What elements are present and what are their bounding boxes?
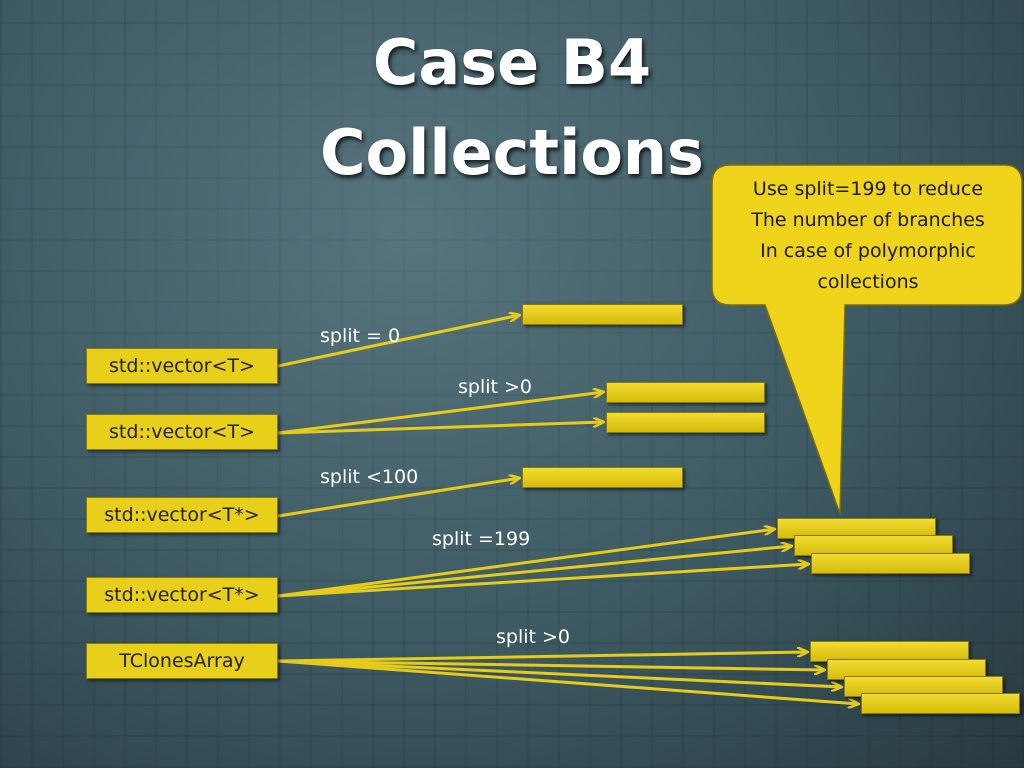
branch-box (861, 693, 1020, 714)
arrow-split-gt0-a (277, 392, 604, 435)
arrow-tclones-b (277, 659, 825, 670)
source-vector-tptr-1: std::vector<T*> (86, 497, 278, 533)
source-vector-tptr-2: std::vector<T*> (86, 577, 278, 613)
slide-title-line2: Collections (320, 116, 704, 189)
arrow-tclones-c (277, 659, 842, 687)
split-label-gt0: split >0 (458, 376, 533, 398)
callout-bubble (711, 164, 1023, 515)
slide-title: Case B4 Collections (0, 18, 1024, 198)
arrow-split0 (277, 315, 520, 368)
branch-box (522, 304, 683, 325)
arrow-split199-b (277, 546, 792, 598)
arrow-split199-c (277, 564, 809, 598)
callout-text: Use split=199 to reduce The number of br… (714, 174, 1022, 298)
slide-title-line1: Case B4 (372, 26, 652, 99)
split-label-0: split = 0 (320, 325, 401, 347)
callout-line: In case of polymorphic (760, 240, 976, 262)
branch-box (522, 467, 683, 488)
branch-box (811, 553, 970, 574)
arrow-split199-a (277, 529, 775, 598)
source-tclonesarray: TClonesArray (86, 643, 278, 679)
split-label-199: split =199 (432, 528, 531, 550)
source-vector-t-1: std::vector<T> (86, 348, 278, 384)
arrow-tclones-d (277, 659, 859, 704)
branch-box (606, 412, 765, 433)
branch-box (606, 382, 765, 403)
split-label-gt0-tclones: split >0 (496, 626, 571, 648)
source-vector-t-2: std::vector<T> (86, 414, 278, 450)
split-label-lt100: split <100 (320, 466, 419, 488)
callout-line: The number of branches (751, 209, 985, 231)
arrow-tclones-a (277, 652, 808, 663)
arrow-split-gt0-b (277, 422, 604, 435)
arrow-split-lt100 (277, 478, 520, 518)
callout-line: collections (817, 271, 919, 293)
callout-line: Use split=199 to reduce (752, 178, 984, 200)
